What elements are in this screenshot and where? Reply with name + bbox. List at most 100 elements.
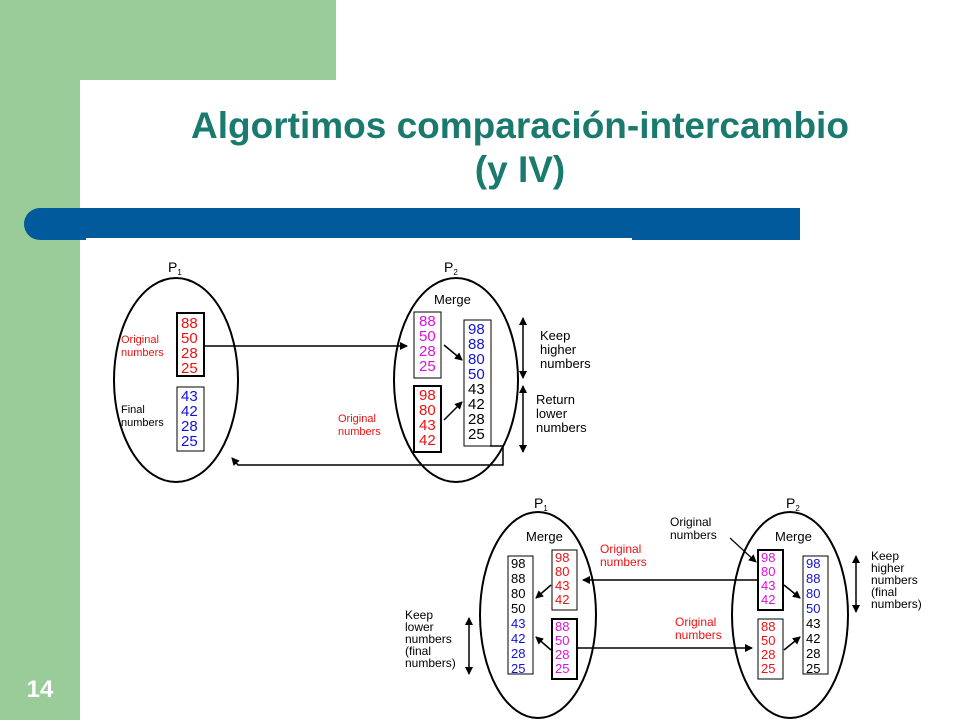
bottom-p1-label: P1 [534, 495, 548, 513]
top-merge-arrow-1 [443, 344, 463, 361]
bottom-keep-lower-label: Keep lower numbers (final numbers) [405, 608, 456, 670]
number-value: 98 [419, 387, 436, 404]
number-value: 25 [468, 426, 485, 443]
top-return-lower-label: Return lower numbers [536, 392, 587, 435]
bottom-p1-original-box [551, 618, 578, 680]
slide-number: 14 [26, 676, 54, 703]
number-value: 88 [468, 336, 485, 353]
number-value: 42 [761, 592, 775, 607]
number-value: 80 [511, 586, 525, 601]
number-value: 50 [511, 601, 525, 616]
top-p1-original-box [176, 312, 205, 377]
number-value: 25 [555, 661, 569, 676]
number-value: 50 [761, 633, 775, 648]
number-value: 50 [555, 633, 569, 648]
number-value: 50 [468, 366, 485, 383]
number-value: 43 [511, 616, 525, 631]
number-value: 43 [555, 578, 569, 593]
number-value: 88 [181, 315, 198, 332]
number-value: 98 [555, 550, 569, 565]
top-p2-merged-box [463, 319, 492, 447]
number-value: 80 [761, 564, 775, 579]
number-value: 50 [806, 601, 820, 616]
top-return-arrow [231, 445, 504, 466]
top-p1-label: P1 [168, 259, 182, 277]
number-value: 28 [761, 647, 775, 662]
number-value: 28 [419, 343, 436, 360]
bottom-original-pointer [729, 537, 757, 563]
top-p2-sent-box [413, 311, 442, 379]
bottom-p2-received-box [757, 618, 784, 680]
number-value: 80 [555, 564, 569, 579]
bottom-keep-higher-label: Keep higher numbers (final numbers) [871, 549, 922, 611]
top-merge-arrow-2 [443, 401, 463, 421]
top-p2-original-box [413, 385, 442, 453]
slide-title: Algortimos comparación-intercambio (y IV… [120, 104, 920, 192]
number-value: 88 [419, 313, 436, 330]
bottom-p1-ellipse [479, 511, 597, 719]
number-value: 28 [555, 647, 569, 662]
bottom-p2-label: P2 [786, 495, 800, 513]
sidebar-band [0, 0, 80, 720]
bottom-p2-merge-arrow-2 [783, 636, 801, 651]
number-value: 43 [181, 388, 198, 405]
number-value: 88 [511, 571, 525, 586]
top-p2-label: P2 [444, 259, 458, 277]
number-value: 42 [468, 396, 485, 413]
top-original-numbers-p1: Original numbers [121, 334, 164, 359]
top-original-numbers-p2: Original numbers [338, 413, 381, 438]
bottom-original-numbers-top: Original numbers [670, 515, 717, 542]
bottom-p2-ellipse [731, 511, 849, 719]
bottom-p2-merge-arrow-1 [783, 584, 801, 599]
number-value: 28 [806, 646, 820, 661]
top-band [80, 0, 336, 80]
number-value: 43 [468, 381, 485, 398]
number-value: 98 [511, 556, 525, 571]
bottom-p1-received-box [551, 549, 578, 611]
number-value: 50 [419, 328, 436, 345]
number-value: 80 [468, 351, 485, 368]
number-value: 42 [555, 592, 569, 607]
bottom-p1-merged-box [507, 555, 534, 675]
number-value: 28 [181, 418, 198, 435]
top-p1-final-box [176, 386, 205, 452]
title-underline-rule [86, 238, 632, 241]
number-value: 25 [511, 661, 525, 676]
bottom-p1-merge-arrow-1 [535, 584, 552, 599]
top-p2-ellipse [393, 277, 519, 483]
number-value: 43 [806, 616, 820, 631]
number-value: 25 [761, 661, 775, 676]
number-value: 25 [181, 360, 198, 377]
number-value: 98 [806, 556, 820, 571]
title-line-2: (y IV) [474, 149, 566, 190]
number-value: 28 [511, 646, 525, 661]
number-value: 25 [181, 433, 198, 450]
top-merge-label: Merge [434, 292, 471, 307]
number-value: 28 [468, 411, 485, 428]
number-value: 98 [761, 550, 775, 565]
bottom-original-numbers-bottom: Original numbers [675, 615, 722, 642]
number-value: 43 [761, 578, 775, 593]
bottom-merge-label-p2: Merge [775, 529, 812, 544]
number-value: 88 [806, 571, 820, 586]
top-keep-higher-label: Keep higher numbers [540, 328, 591, 371]
number-value: 28 [181, 345, 198, 362]
number-value: 80 [806, 586, 820, 601]
title-line-1: Algortimos comparación-intercambio [191, 105, 849, 146]
bottom-original-numbers-mid: Original numbers [600, 542, 647, 569]
title-underline-bar [24, 208, 800, 240]
top-diagram: P1 P2 Merge Original numbers Final numbe… [113, 259, 591, 483]
bottom-merge-label-p1: Merge [526, 529, 563, 544]
